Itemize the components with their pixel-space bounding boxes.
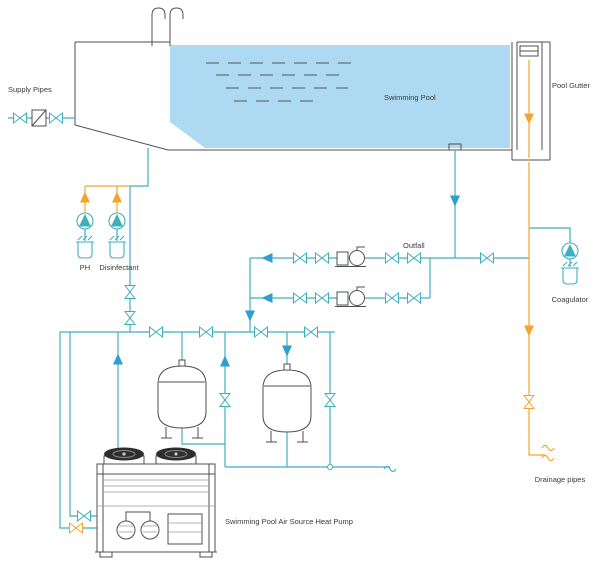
flow-arrow-down-icon	[245, 310, 255, 322]
compressor-icon	[140, 520, 160, 540]
pipe-break-squiggle	[541, 454, 555, 462]
valve-icon	[315, 252, 329, 264]
pipe-junction-dot	[327, 464, 333, 470]
sand-filter-icon	[157, 359, 207, 439]
coagulator-pump-icon	[561, 242, 579, 260]
coagulator-station	[560, 242, 580, 285]
control-box-lines	[168, 522, 202, 533]
pipe-segment	[528, 162, 545, 456]
labels: Supply Pipes Swimming Pool Pool Gutter P…	[8, 81, 590, 526]
flow-arrow-left-icon	[261, 253, 273, 263]
heat-pump-unit	[95, 447, 217, 558]
pipe-segment	[69, 332, 97, 517]
flow-arrow-left-icon	[261, 293, 273, 303]
label-outfall: Outfall	[403, 241, 425, 250]
label-heat-pump: Swimming Pool Air Source Heat Pump	[225, 517, 353, 526]
valve-icon	[219, 393, 231, 407]
valve-icon	[523, 395, 535, 409]
valve-icon	[199, 326, 213, 338]
pipe-segment	[129, 148, 149, 332]
circulation-pumps	[334, 246, 367, 307]
compressor-piping	[125, 511, 151, 521]
fan-ring	[112, 450, 136, 458]
cabinet-frame	[97, 464, 215, 552]
circulation-pump-icon	[334, 246, 367, 267]
valve-icon	[480, 252, 494, 264]
flow-arrow-up-icon	[80, 191, 90, 203]
check-valve-diagonal	[31, 109, 47, 127]
fan-hub	[122, 452, 126, 456]
flow-arrow-up-icon	[112, 191, 122, 203]
pipe-break-squiggle	[541, 444, 555, 452]
pool-water	[170, 45, 510, 148]
pool-gutter-outline	[511, 41, 551, 161]
swimming-pool-structure	[74, 7, 551, 161]
sand-filter-icon	[262, 363, 312, 443]
valve-icon	[407, 292, 421, 304]
valve-icon	[324, 393, 336, 407]
label-pool-gutter: Pool Gutter	[552, 81, 590, 90]
flow-arrow-up-icon	[113, 353, 123, 365]
valve-icon	[385, 292, 399, 304]
label-drainage-pipes: Drainage pipes	[535, 475, 586, 484]
valve-icon	[293, 252, 307, 264]
valve-icon	[69, 522, 83, 534]
pool-basin-outline	[74, 41, 513, 151]
valve-icon	[293, 292, 307, 304]
valve-icon	[315, 292, 329, 304]
flow-arrow-down-icon	[524, 325, 534, 337]
flow-arrow-down-icon	[524, 113, 534, 125]
control-box	[167, 513, 203, 545]
label-ph: PH	[80, 263, 90, 272]
heat-pump-cabinet	[96, 463, 216, 553]
pipe-segment	[181, 428, 225, 445]
valve-icon	[407, 252, 421, 264]
label-swimming-pool: Swimming Pool	[384, 93, 436, 102]
foot	[199, 551, 213, 558]
pipe-segment	[59, 332, 97, 529]
cabinet-grille	[97, 479, 215, 507]
sand-filters	[157, 359, 312, 443]
orange-pipework	[84, 60, 555, 462]
supply-line-fittings	[13, 109, 63, 127]
dosing-station	[75, 212, 127, 259]
valve-icon	[13, 112, 27, 124]
pipe-break-squiggle	[383, 465, 397, 473]
label-disinfectant: Disinfectant	[99, 263, 139, 272]
valve-icon	[49, 112, 63, 124]
label-supply-pipes: Supply Pipes	[8, 85, 52, 94]
valve-icon	[124, 311, 136, 325]
ph-dosing-pump-icon	[76, 212, 94, 230]
circulation-pump-icon	[334, 286, 367, 307]
valve-icon	[124, 285, 136, 299]
fan-ring	[164, 450, 188, 458]
valve-icon	[385, 252, 399, 264]
water-surface-dashes	[206, 62, 352, 102]
disinfectant-dosing-pump-icon	[108, 212, 126, 230]
compressor-icon	[116, 520, 136, 540]
fan-hub	[174, 452, 178, 456]
valve-icon	[254, 326, 268, 338]
pipe-segment	[529, 227, 571, 243]
compressor-hatch	[143, 525, 157, 533]
compressor-hatch	[119, 525, 133, 533]
valve-icon	[304, 326, 318, 338]
flow-arrow-up-icon	[220, 355, 230, 367]
flow-arrow-down-icon	[450, 195, 460, 207]
valve-icon	[77, 510, 91, 522]
valve-icon	[149, 326, 163, 338]
foot	[99, 551, 113, 558]
flow-arrow-down-icon	[282, 345, 292, 357]
ladder-icon	[151, 7, 184, 46]
teal-pipework	[8, 117, 571, 529]
label-coagulator: Coagulator	[552, 295, 589, 304]
